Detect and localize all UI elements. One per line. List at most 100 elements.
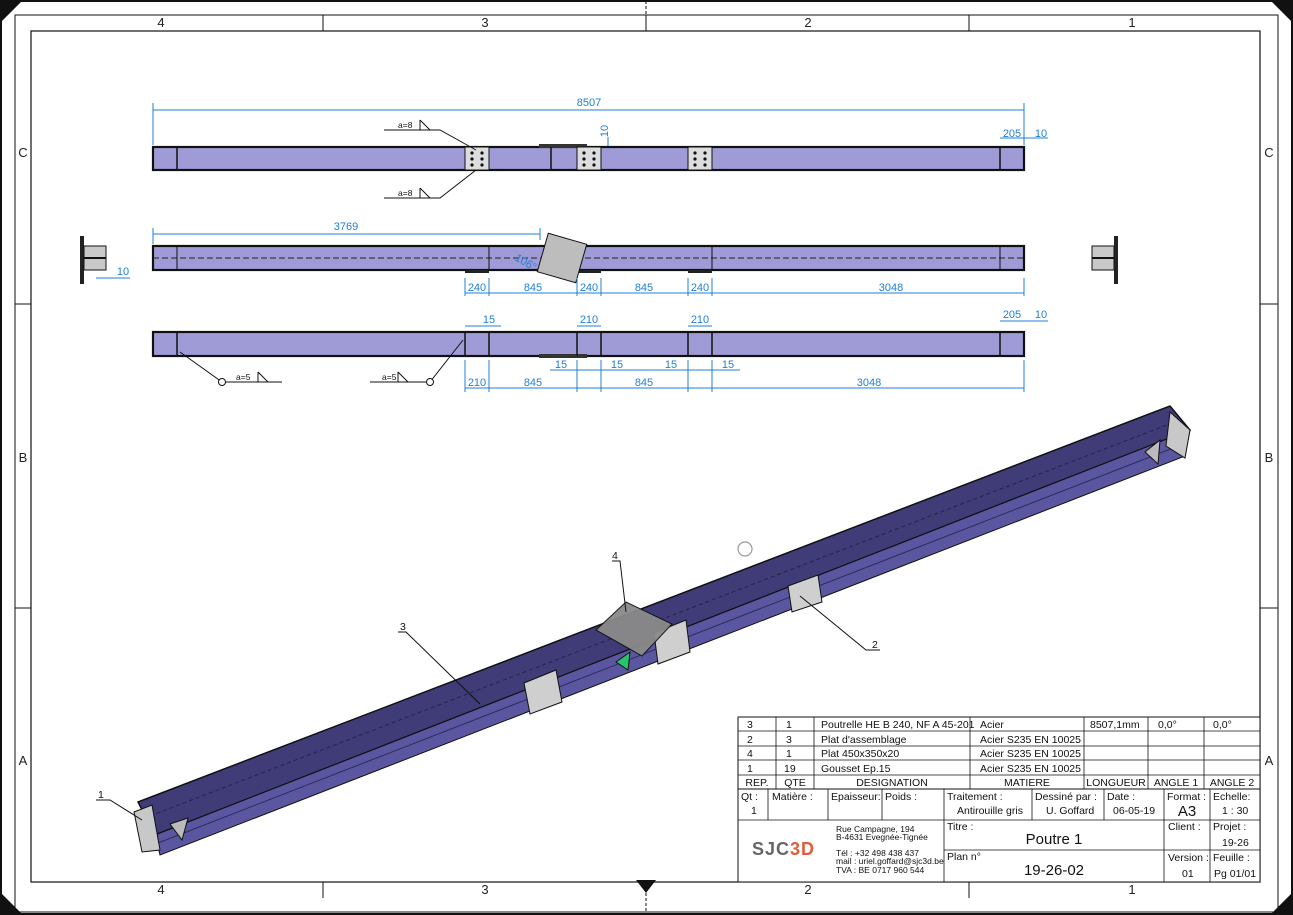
dim-top-end-205: 205 bbox=[1003, 128, 1021, 140]
echelle-label: Echelle: bbox=[1213, 791, 1250, 803]
svg-text:ANGLE 1: ANGLE 1 bbox=[1154, 777, 1199, 789]
weld-symbol-top: a=8 bbox=[398, 120, 413, 130]
zone-left-c: C bbox=[18, 145, 27, 160]
dim-bottom-845-b: 845 bbox=[635, 377, 653, 389]
svg-text:DESIGNATION: DESIGNATION bbox=[856, 777, 928, 789]
zone-bottom-2: 2 bbox=[804, 882, 811, 897]
isometric-view: 1 2 3 4 bbox=[96, 405, 1192, 856]
dim-front-3048: 3048 bbox=[879, 282, 903, 294]
svg-text:19: 19 bbox=[784, 763, 796, 775]
weld-symbol-right: a=5 bbox=[382, 372, 397, 382]
svg-text:1: 1 bbox=[747, 763, 753, 775]
poids-label: Poids : bbox=[885, 791, 917, 803]
zone-bottom-3: 3 bbox=[481, 882, 488, 897]
zone-bottom-4: 4 bbox=[157, 882, 164, 897]
feuille-label: Feuille : bbox=[1213, 852, 1250, 864]
zone-bottom-1: 1 bbox=[1128, 882, 1135, 897]
balloon-4: 4 bbox=[612, 550, 618, 562]
zone-left-b: B bbox=[19, 450, 28, 465]
dessine-value: U. Goffard bbox=[1046, 805, 1094, 817]
bom-header: REP. QTE DESIGNATION MATIERE LONGUEUR AN… bbox=[745, 777, 1254, 789]
dim-front-240-a: 240 bbox=[468, 282, 486, 294]
dim-bottom-210-b: 210 bbox=[691, 314, 709, 326]
inclined-plate bbox=[536, 232, 588, 284]
format-value: A3 bbox=[1178, 803, 1196, 820]
svg-text:Acier S235 EN 10025: Acier S235 EN 10025 bbox=[980, 734, 1081, 746]
splice-plate-1 bbox=[464, 146, 490, 171]
svg-text:Plat 450x350x20: Plat 450x350x20 bbox=[821, 748, 899, 760]
balloon-1: 1 bbox=[98, 789, 104, 801]
corner-mark-tr bbox=[1271, 1, 1292, 22]
zone-right-b: B bbox=[1265, 450, 1274, 465]
plan-value: 19-26-02 bbox=[1024, 862, 1084, 879]
dim-section-thk: 10 bbox=[117, 266, 129, 278]
iso-splice-plate-3 bbox=[787, 574, 823, 613]
weld-symbol-left: a=5 bbox=[236, 372, 251, 382]
svg-text:Plat d'assemblage: Plat d'assemblage bbox=[821, 734, 907, 746]
zone-top-1: 1 bbox=[1128, 15, 1135, 30]
dim-bottom-15-top: 15 bbox=[483, 314, 495, 326]
projet-value: 19-26 bbox=[1222, 837, 1249, 849]
zone-right-c: C bbox=[1264, 145, 1273, 160]
corner-mark-bl bbox=[1, 893, 22, 914]
client-label: Client : bbox=[1168, 821, 1201, 833]
date-label: Date : bbox=[1107, 791, 1135, 803]
top-plate-edge bbox=[539, 144, 587, 148]
svg-text:3: 3 bbox=[786, 734, 792, 746]
svg-text:Acier: Acier bbox=[980, 719, 1004, 731]
center-arrow-bottom bbox=[636, 880, 656, 893]
dim-bottom-15-d: 15 bbox=[722, 359, 734, 371]
front-view: 3769 106° 240 845 240 845 240 3048 bbox=[151, 221, 1026, 296]
iso-splice-plate-1 bbox=[523, 669, 563, 715]
svg-text:0,0°: 0,0° bbox=[1213, 719, 1232, 731]
splice-plate-2 bbox=[576, 146, 602, 171]
svg-text:ANGLE 2: ANGLE 2 bbox=[1210, 777, 1255, 789]
iso-marker-green bbox=[615, 650, 631, 671]
balloon-3: 3 bbox=[400, 621, 406, 633]
zone-left-a: A bbox=[19, 753, 28, 768]
projet-label: Projet : bbox=[1213, 821, 1246, 833]
dim-bottom-205: 205 bbox=[1003, 309, 1021, 321]
dim-front-240-c: 240 bbox=[691, 282, 709, 294]
dim-bottom-15-b: 15 bbox=[611, 359, 623, 371]
titre-label: Titre : bbox=[947, 821, 973, 833]
dim-front-845-a: 845 bbox=[524, 282, 542, 294]
svg-text:8507,1mm: 8507,1mm bbox=[1090, 719, 1140, 731]
dim-bottom-3048: 3048 bbox=[857, 377, 881, 389]
section-left: 10 bbox=[80, 236, 130, 284]
dim-3769: 3769 bbox=[334, 221, 358, 233]
svg-text:LONGUEUR: LONGUEUR bbox=[1086, 777, 1146, 789]
svg-text:B-4631 Evegnée-Tignée: B-4631 Evegnée-Tignée bbox=[836, 832, 928, 842]
dim-top-end-10: 10 bbox=[1035, 128, 1047, 140]
splice-plate-3 bbox=[687, 146, 713, 171]
dim-bottom-15-c: 15 bbox=[665, 359, 677, 371]
dessine-label: Dessiné par : bbox=[1035, 791, 1097, 803]
zone-top-2: 2 bbox=[804, 15, 811, 30]
plan-label: Plan n° bbox=[947, 851, 981, 863]
epaisseur-label: Epaisseur: bbox=[831, 791, 881, 803]
svg-text:REP.: REP. bbox=[745, 777, 768, 789]
company-address: Rue Campagne, 194 B-4631 Evegnée-Tignée … bbox=[836, 824, 944, 875]
svg-text:Acier S235 EN 10025: Acier S235 EN 10025 bbox=[980, 763, 1081, 775]
svg-text:4: 4 bbox=[747, 748, 753, 760]
svg-text:mail : uriel.goffard@sjc3d.be: mail : uriel.goffard@sjc3d.be bbox=[836, 856, 944, 866]
svg-text:Rue Campagne, 194: Rue Campagne, 194 bbox=[836, 824, 915, 834]
traitement-value: Antirouille gris bbox=[957, 805, 1023, 817]
balloon-2: 2 bbox=[872, 639, 878, 651]
version-label: Version : bbox=[1168, 852, 1209, 864]
svg-text:MATIERE: MATIERE bbox=[1004, 777, 1050, 789]
corner-mark-tl bbox=[1, 1, 22, 22]
svg-text:TVA : BE 0717 960 544: TVA : BE 0717 960 544 bbox=[836, 865, 924, 875]
version-value: 01 bbox=[1182, 868, 1194, 880]
weld-symbol-bottom: a=8 bbox=[398, 188, 413, 198]
dim-front-240-b: 240 bbox=[580, 282, 598, 294]
dim-bottom-10: 10 bbox=[1035, 309, 1047, 321]
dim-bottom-210-c: 210 bbox=[468, 377, 486, 389]
dim-front-845-b: 845 bbox=[635, 282, 653, 294]
iso-origin-circle bbox=[737, 541, 753, 557]
